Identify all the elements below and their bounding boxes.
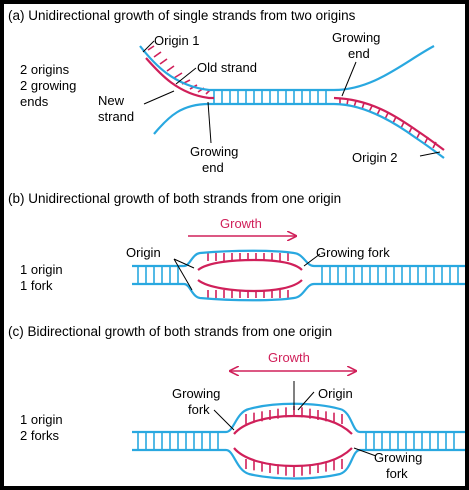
panel-a-dna (139, 45, 445, 159)
panel-b-title: (b) Unidirectional growth of both strand… (8, 191, 341, 206)
base-pair-rung (166, 65, 175, 72)
panel-b-fork-pointer (303, 253, 321, 267)
panel-b-rungs (137, 253, 459, 298)
base-pair-rung (159, 58, 168, 65)
panel-a-top-old-strand (139, 45, 435, 92)
panel-c-growth-label: Growth (268, 350, 310, 365)
panel-b-origin-label: Origin (126, 245, 161, 260)
panel-c-title: (c) Bidirectional growth of both strands… (8, 324, 332, 339)
panel-c-fork-left-label-1: Growing (172, 386, 220, 401)
growing-end-top-label-2: end (348, 46, 370, 61)
panel-b-dna (132, 249, 465, 302)
panel-c-fork-right-label-1: Growing (374, 450, 422, 465)
panel-b-top-new-strand (197, 258, 303, 271)
base-pair-rung (153, 51, 162, 58)
growing-end-bottom-pointer (207, 101, 212, 144)
panel-a-summary-1: 2 origins (20, 62, 70, 77)
panel-c-summary-2: 2 forks (20, 428, 60, 443)
growing-end-bottom-label-2: end (202, 160, 224, 175)
base-pair-rung (173, 72, 183, 79)
panel-a-right-new-strand (333, 96, 445, 151)
panel-c-origin-pointer (293, 381, 315, 411)
panel-b-top-old-strand (132, 249, 465, 268)
panel-b-bottom-new-strand (197, 279, 303, 293)
base-pair-rung (147, 45, 155, 51)
panel-c-fork-right-pointer (353, 447, 377, 457)
new-strand-label-1: New (98, 93, 125, 108)
panel-b-growth-label: Growth (220, 216, 262, 231)
new-strand-label-2: strand (98, 109, 134, 124)
new-strand-pointer (143, 90, 175, 105)
panel-c-fork-right-label-2: fork (386, 466, 408, 481)
panel-c-summary-1: 1 origin (20, 412, 63, 427)
panel-a-summary-3: ends (20, 94, 49, 109)
origin1-label: Origin 1 (154, 33, 200, 48)
growing-end-top-pointer (341, 61, 357, 97)
panel-c-top-old-strand (132, 402, 465, 434)
replication-diagram: (a) Unidirectional growth of single stra… (8, 8, 465, 481)
panel-a-title: (a) Unidirectional growth of single stra… (8, 8, 356, 23)
origin2-label: Origin 2 (352, 150, 398, 165)
panel-a-bottom-old-strand (153, 102, 445, 159)
panel-c-dna (132, 402, 465, 480)
panel-c-fork-left-label-2: fork (188, 402, 210, 417)
panel-b-summary-2: 1 fork (20, 278, 53, 293)
old-strand-label: Old strand (197, 60, 257, 75)
growing-end-bottom-label-1: Growing (190, 144, 238, 159)
panel-b-bottom-old-strand (132, 282, 465, 302)
panel-c-origin-label: Origin (318, 386, 353, 401)
panel-b-summary-1: 1 origin (20, 262, 63, 277)
panel-c-bottom-new-strand (233, 447, 353, 468)
growing-end-top-label-1: Growing (332, 30, 380, 45)
panel-c-top-new-strand (233, 414, 353, 435)
panel-b-fork-label: Growing fork (316, 245, 390, 260)
diagram-frame: (a) Unidirectional growth of single stra… (4, 4, 465, 486)
panel-c-bottom-old-strand (132, 448, 465, 480)
panel-b-origin-pointer (173, 258, 195, 291)
old-strand-pointer (175, 67, 197, 85)
origin1-pointer (142, 40, 155, 53)
panel-c-fork-left-pointer (213, 409, 235, 431)
panel-a-summary-2: 2 growing (20, 78, 76, 93)
origin2-pointer (419, 151, 441, 157)
panel-a-duplex-rungs (213, 90, 327, 104)
panel-a-left-new-strand (145, 57, 214, 100)
